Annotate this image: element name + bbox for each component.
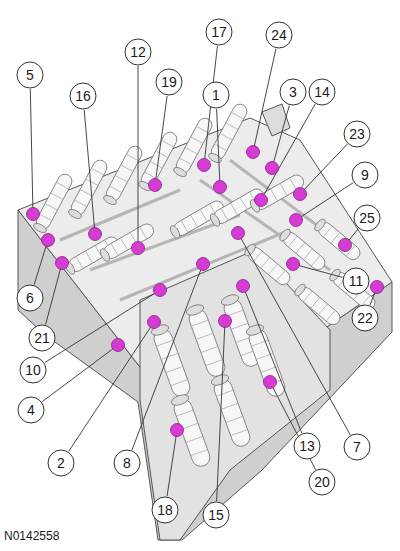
leader-line xyxy=(296,183,353,220)
callout-circle xyxy=(343,268,369,294)
bolt-head xyxy=(197,258,210,271)
callout-number: 23 xyxy=(349,126,365,142)
bolt-head xyxy=(56,257,69,270)
bolt-head xyxy=(339,239,352,252)
leader-line xyxy=(155,96,167,185)
callout-number: 18 xyxy=(157,502,173,518)
callout-circle xyxy=(125,39,151,65)
leader-line xyxy=(238,233,350,435)
callout-number: 20 xyxy=(314,474,330,490)
leader-line xyxy=(30,89,33,214)
bolt-head xyxy=(264,376,277,389)
bolt-head xyxy=(149,179,162,192)
leader-line xyxy=(84,110,95,234)
bolt-head xyxy=(287,258,300,271)
bolt-head xyxy=(214,181,227,194)
leader-line xyxy=(217,109,220,187)
callout-number: 17 xyxy=(211,24,227,40)
callout-number: 12 xyxy=(130,44,146,60)
callout-number: 13 xyxy=(299,438,315,454)
bolt-head xyxy=(132,242,145,255)
callout-circle xyxy=(294,433,320,459)
leader-line xyxy=(272,105,289,168)
leader-line xyxy=(138,66,139,248)
callout-number: 2 xyxy=(57,455,65,471)
callout-number: 15 xyxy=(208,507,224,523)
callout-number: 3 xyxy=(289,84,297,100)
callout-circle xyxy=(280,79,306,105)
bolt-head xyxy=(148,316,161,329)
callout-number: 19 xyxy=(161,74,177,90)
callout-number: 5 xyxy=(26,67,34,83)
callout-circle xyxy=(70,83,96,109)
bolt-head xyxy=(42,234,55,247)
callout-number: 1 xyxy=(212,87,220,103)
callout-number: 4 xyxy=(27,402,35,418)
callout-circle xyxy=(352,305,378,331)
leader-line xyxy=(253,49,276,152)
callout-circle xyxy=(48,450,74,476)
callout-circle xyxy=(352,162,378,188)
bolt-head xyxy=(27,208,40,221)
callout-circle xyxy=(17,285,43,311)
leader-line xyxy=(69,322,154,451)
callout-circle xyxy=(354,205,380,231)
callout-circle xyxy=(114,450,140,476)
callout-circle xyxy=(266,22,292,48)
callout-number: 25 xyxy=(359,210,375,226)
bolt-head xyxy=(232,227,245,240)
leader-line xyxy=(46,263,62,324)
callout-circle xyxy=(203,502,229,528)
valve-body xyxy=(18,102,392,540)
bolt-head xyxy=(371,281,384,294)
callout-number: 24 xyxy=(271,27,287,43)
bolt-head xyxy=(237,280,250,293)
callout-circle xyxy=(203,82,229,108)
callout-number: 14 xyxy=(314,84,330,100)
bolt-head xyxy=(255,194,268,207)
bolt-head xyxy=(247,146,260,159)
leader-line xyxy=(293,264,342,277)
bolt-head xyxy=(89,228,102,241)
callout-number: 6 xyxy=(26,290,34,306)
callout-circle xyxy=(20,357,46,383)
bolt-head xyxy=(198,159,211,172)
callout-number: 10 xyxy=(25,362,41,378)
leader-line xyxy=(300,144,347,194)
leader-line xyxy=(132,264,203,450)
callout-circle xyxy=(309,79,335,105)
callout-number: 11 xyxy=(349,273,364,289)
leader-line xyxy=(243,286,302,433)
callout-circle xyxy=(344,121,370,147)
bolt-head xyxy=(171,424,184,437)
callout-number: 21 xyxy=(34,330,50,346)
callout-circle xyxy=(18,397,44,423)
callout-circle xyxy=(344,434,370,460)
leader-line xyxy=(167,430,177,496)
callout-number: 22 xyxy=(357,310,373,326)
leader-line xyxy=(34,240,48,285)
figure-id: N0142558 xyxy=(4,528,59,544)
callout-number: 9 xyxy=(361,167,369,183)
leader-line xyxy=(217,321,225,501)
leader-line xyxy=(261,104,315,200)
bolt-head xyxy=(290,214,303,227)
bolt-head xyxy=(154,284,167,297)
callout-circle xyxy=(206,19,232,45)
bolt-head xyxy=(112,339,125,352)
callout-circle xyxy=(152,497,178,523)
callout-circle xyxy=(29,325,55,351)
callout-circle xyxy=(309,469,335,495)
bolt-head xyxy=(294,188,307,201)
callout-circle xyxy=(17,62,43,88)
callout-number: 16 xyxy=(75,88,91,104)
bolt-head xyxy=(266,162,279,175)
callout-circle xyxy=(156,69,182,95)
leader-line xyxy=(45,290,160,363)
callout-number: 7 xyxy=(353,439,361,455)
callout-number: 8 xyxy=(123,455,131,471)
bolt-head xyxy=(219,315,232,328)
